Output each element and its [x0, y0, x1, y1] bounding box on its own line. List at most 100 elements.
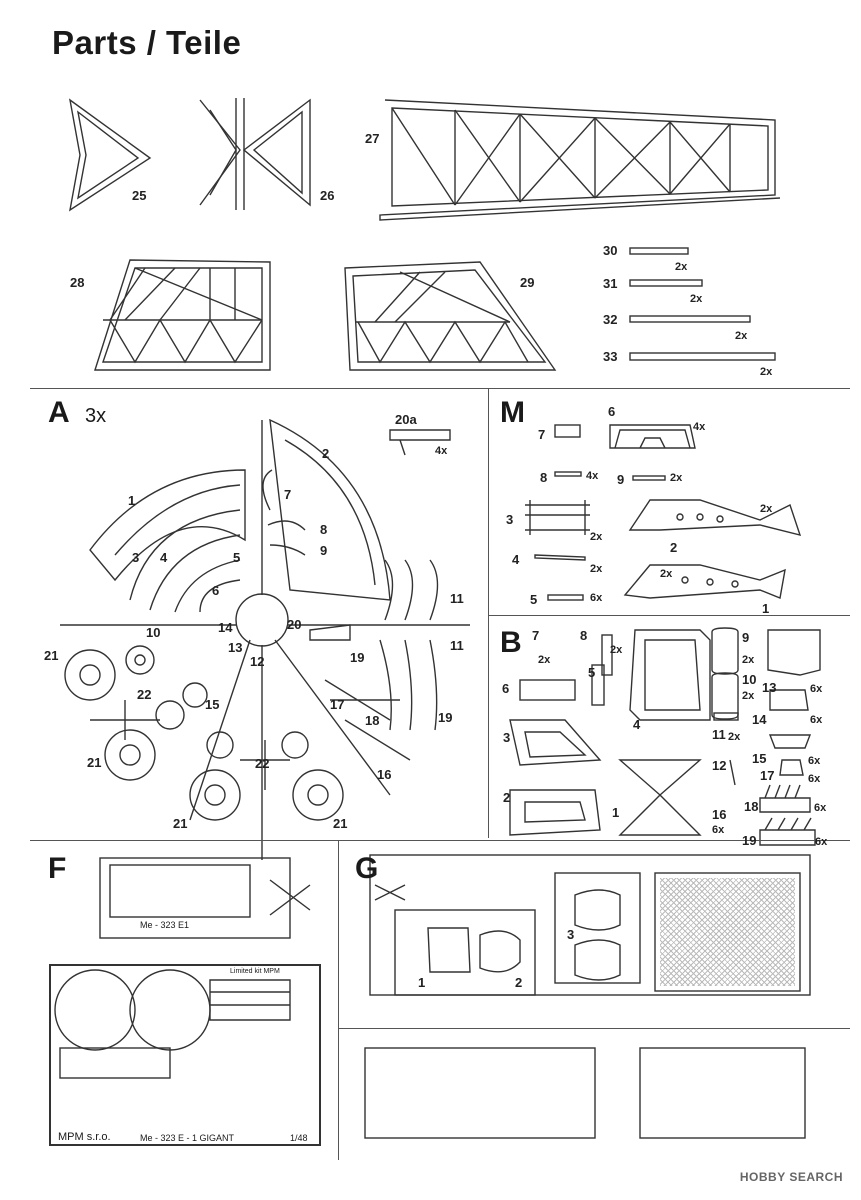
b-label-2: 2 — [503, 790, 511, 805]
fret-brand: MPM s.r.o. — [58, 1131, 111, 1143]
a-label-9: 9 — [320, 543, 328, 558]
section-a-letter: A — [48, 396, 70, 429]
b-label-9: 9 — [742, 630, 750, 645]
a-label-17: 17 — [330, 697, 345, 712]
section-b-letter: B — [500, 626, 522, 659]
clear-sheet-panel — [660, 878, 795, 986]
b-label-1: 1 — [612, 805, 620, 820]
section-m-drawing — [525, 424, 802, 601]
m-label-8: 8 — [540, 470, 548, 485]
m-label-4: 4 — [512, 552, 520, 567]
b-label-8: 8 — [580, 628, 588, 643]
rod-31-label: 31 — [603, 276, 618, 291]
a-label-21a: 21 — [44, 648, 59, 663]
a-label-15: 15 — [205, 697, 220, 712]
rod-30-qty: 2x — [675, 261, 688, 273]
b-qty-18: 6x — [814, 802, 827, 814]
a-label-11b: 11 — [450, 638, 464, 653]
b-label-18: 18 — [744, 799, 759, 814]
m-label-9: 9 — [617, 472, 625, 487]
a-label-1: 1 — [128, 493, 136, 508]
a-label-22b: 22 — [255, 756, 270, 771]
rod-31-qty: 2x — [690, 293, 703, 305]
a-label-20: 20 — [287, 617, 302, 632]
a-label-8: 8 — [320, 522, 328, 537]
a-label-21d: 21 — [333, 816, 348, 831]
rod-30-label: 30 — [603, 243, 618, 258]
b-label-14: 14 — [752, 712, 767, 727]
part-26-label: 26 — [320, 188, 335, 203]
section-m-letter: M — [500, 396, 525, 429]
b-qty-15: 6x — [808, 755, 821, 767]
a-label-4: 4 — [160, 550, 168, 565]
m-label-6: 6 — [608, 404, 616, 419]
m-qty-3: 2x — [590, 531, 603, 543]
rod-32-label: 32 — [603, 312, 618, 327]
b-label-17: 17 — [760, 768, 775, 783]
horizontal-divider-m-b — [488, 615, 850, 616]
a-label-3: 3 — [132, 550, 140, 565]
a-label-6: 6 — [212, 583, 220, 598]
b-qty-7: 2x — [538, 654, 551, 666]
fret-scale: 1/48 — [290, 1133, 308, 1143]
m-qty-4: 2x — [590, 563, 603, 575]
a-gun-qty: 4x — [435, 445, 448, 457]
rod-33-label: 33 — [603, 349, 618, 364]
b-qty-14: 6x — [810, 714, 823, 726]
b-label-13: 13 — [762, 680, 777, 695]
section-b-drawing — [509, 627, 821, 846]
fret-model: Me - 323 E - 1 GIGANT — [140, 1133, 235, 1143]
m-label-3: 3 — [506, 512, 514, 527]
g-label-2: 2 — [515, 975, 523, 990]
a-label-14: 14 — [218, 620, 233, 635]
part-28-drawing — [94, 259, 271, 371]
fret-mark: Limited kit MPM — [230, 968, 280, 975]
a-label-7: 7 — [284, 487, 292, 502]
b-qty-10: 2x — [742, 690, 755, 702]
b-label-10: 10 — [742, 672, 757, 687]
b-label-15: 15 — [752, 751, 767, 766]
part-29-label: 29 — [520, 275, 535, 290]
section-f-drawing — [49, 857, 321, 1146]
b-label-3: 3 — [503, 730, 511, 745]
b-label-5: 5 — [588, 665, 596, 680]
part-27-label: 27 — [365, 131, 380, 146]
page-title: Parts / Teile — [52, 24, 242, 61]
a-label-19a: 19 — [350, 650, 365, 665]
a-label-2: 2 — [322, 446, 330, 461]
b-qty-8: 2x — [610, 644, 623, 656]
b-label-6: 6 — [502, 681, 510, 696]
b-qty-19: 6x — [815, 836, 828, 848]
m-qty-8: 4x — [586, 470, 599, 482]
rod-32-qty: 2x — [735, 330, 748, 342]
a-label-10a: 10 — [146, 625, 161, 640]
b-qty-17: 6x — [808, 773, 821, 785]
horizontal-divider-1 — [30, 388, 850, 389]
part-25-label: 25 — [132, 188, 147, 203]
m-qty-6: 4x — [693, 421, 706, 433]
a-label-21b: 21 — [87, 755, 102, 770]
m-qty-5: 6x — [590, 592, 603, 604]
decal-text: Me - 323 E1 — [140, 920, 190, 930]
section-g-drawing — [364, 854, 811, 1139]
g-label-3: 3 — [567, 927, 575, 942]
part-25-drawing — [68, 98, 152, 212]
horizontal-divider-2 — [30, 840, 850, 841]
a-label-20a: 20a — [395, 412, 417, 427]
a-label-13: 13 — [228, 640, 243, 655]
m-qty-1: 2x — [660, 568, 673, 580]
b-qty-13: 6x — [810, 683, 823, 695]
a-label-16: 16 — [377, 767, 392, 782]
b-label-11: 11 — [712, 727, 726, 742]
m-qty-9: 2x — [670, 472, 683, 484]
rod-33-qty: 2x — [760, 366, 773, 378]
m-qty-2: 2x — [760, 503, 773, 515]
b-qty-11: 2x — [728, 731, 741, 743]
part-29-drawing — [344, 261, 557, 371]
b-qty-9: 2x — [742, 654, 755, 666]
g-label-1: 1 — [418, 975, 426, 990]
a-label-12: 12 — [250, 654, 265, 669]
section-f-letter: F — [48, 852, 67, 885]
m-label-2: 2 — [670, 540, 678, 555]
